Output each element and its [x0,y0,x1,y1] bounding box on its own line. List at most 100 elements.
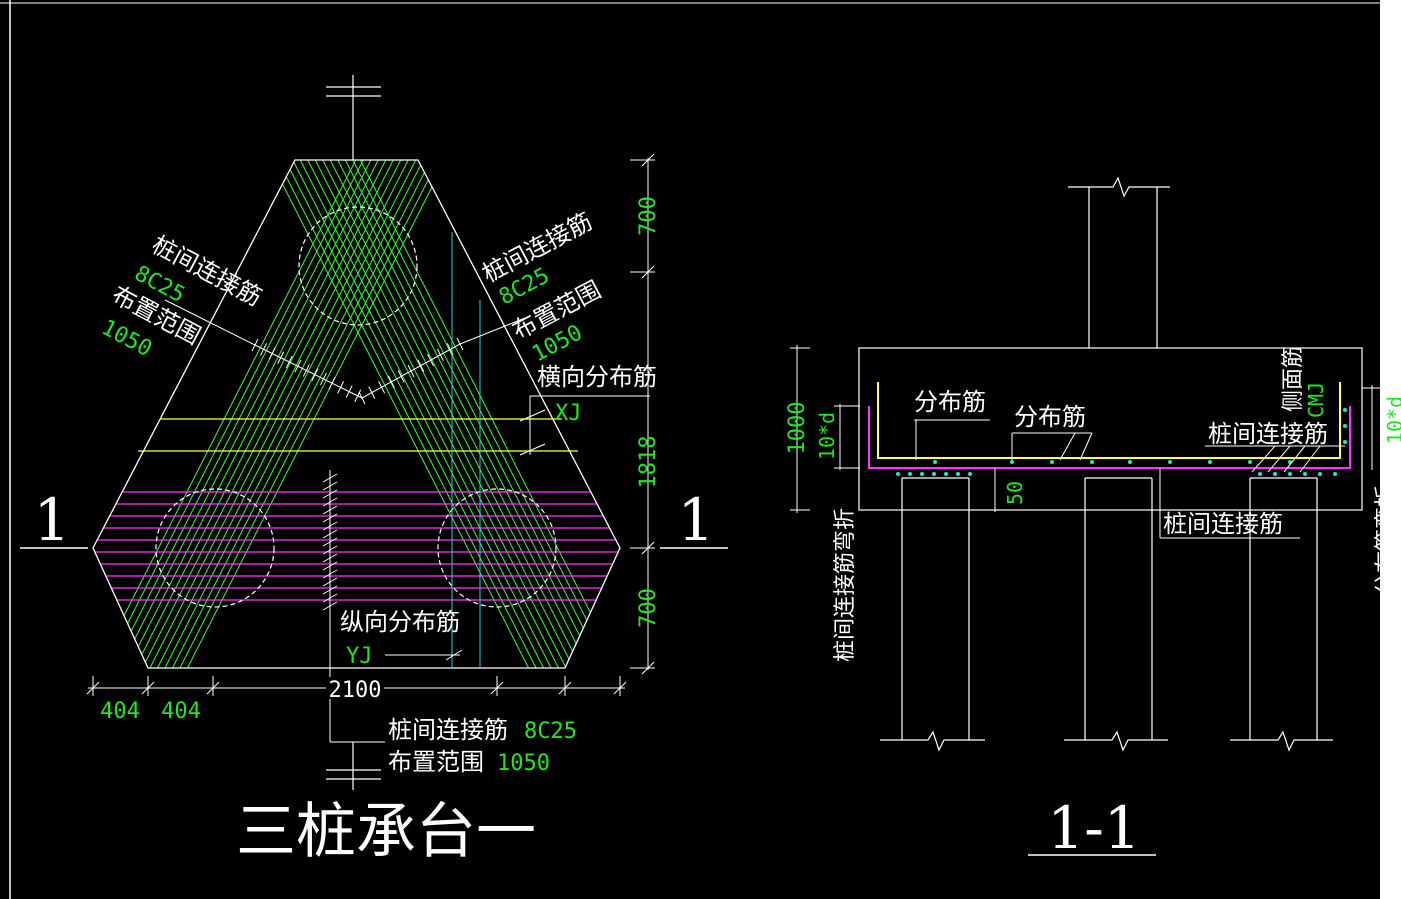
link-rebar-band-b [138,160,439,668]
link-rebar-band-b [108,160,409,668]
link-rebar-band-b [100,160,402,668]
link-rebar-band-b [145,160,447,668]
leader-tick [417,359,425,372]
bottom-range-label: 布置范围 [388,748,484,776]
centre-axis-tick [322,513,338,523]
link-rebar-band-a [284,160,586,668]
transverse-label: 横向分布筋 [537,363,657,391]
centre-axis-tick [322,553,338,563]
link-rebar-band-a [314,160,616,668]
leader-tick [302,364,310,377]
link-leader-lines [1205,445,1345,473]
leader-tick [285,355,293,369]
link-range-leader-ticks [251,337,464,405]
pile-top [298,206,418,326]
rebar-dot [908,472,912,476]
link-rebar-band-b [93,160,394,668]
rebar-dot [1248,460,1252,464]
bottom-link-name: 桩间连接筋 [388,716,508,744]
link-rebar-band-b [115,160,417,668]
leader-tick [337,381,345,394]
rebar-dot [932,472,936,476]
centre-axis-tick [322,473,338,483]
rebar-dot [956,472,960,476]
transverse-leader-tick-2 [519,443,546,456]
link-rebar-band-a [322,160,620,668]
pile-c-break [1230,730,1333,752]
section-dim-10d-right: 10*d [1383,396,1401,444]
centre-axis-tick [322,529,338,539]
centre-axis-tick [322,521,338,531]
centre-axis-tick [322,585,338,595]
rebar-dot [1208,460,1212,464]
leader-tick [368,386,376,399]
dim-right-mid: 1818 [636,436,661,489]
centre-axis-tick [322,577,338,587]
link-rebar-band-a [254,160,556,668]
leader-tick [328,376,336,390]
leader-tick [320,372,327,386]
section-rebar-dots [896,408,1347,476]
centre-axis-tick [322,537,338,547]
leader-tick [378,380,386,394]
centre-axis-ticks [322,473,338,611]
link-rebar-band-b [160,160,462,668]
section-side-label: 侧面筋 [1281,346,1306,412]
link-rebar-band-b [123,160,424,668]
centre-axis-tick [322,481,338,491]
dim-total-mask [326,677,384,699]
link-rebar-band-a [292,160,593,668]
longitudinal-leader-tick [445,649,463,661]
link-rebar-band-b [130,160,432,668]
section-link-label-bottom: 桩间连接筋 [1163,510,1283,538]
leader-tick [354,389,362,403]
leader-tick [345,385,353,398]
rebar-dot [933,460,937,464]
rebar-dot [1343,408,1347,412]
dim-right-top: 700 [636,196,661,236]
rebar-dot [1168,460,1172,464]
rebar-dot [920,472,924,476]
leader-tick [427,353,435,367]
leader-tick [407,364,415,378]
centre-axis-tick [322,489,338,499]
section-dim-50: 50 [1003,481,1027,505]
rebar-dot [896,472,900,476]
leader-tick [358,391,366,405]
rebar-dot [1343,424,1347,428]
pile-b-break [1064,730,1168,752]
leader-tick [294,359,302,373]
section-view: 分布筋 分布筋 桩间连接筋 桩间连接筋 侧面筋 CMJ 桩间连接筋弯折 分布筋弯… [785,176,1401,862]
rebar-dot [944,472,948,476]
dim-bottom-total: 2100 [329,678,382,703]
transverse-leader-tick-1 [519,409,546,422]
leader-tick [311,368,319,381]
section-mark-right: 1 [678,486,715,554]
section-distribution-rebar [877,382,1341,459]
leader-tick [446,343,454,356]
leader-tick [260,343,268,356]
rebar-dot [1050,460,1054,464]
pile-left [155,488,275,608]
section-link-bend-label: 桩间连接筋弯折 [833,508,858,662]
dim-right-ext [630,153,655,675]
link-rebar-band-a [269,160,571,668]
leader-tick [456,337,464,351]
section-title: 1-1 [1047,794,1140,862]
centre-axis-tick [322,569,338,579]
longitudinal-distribution-rebar [93,491,620,601]
link-rebar-band-b [93,160,379,668]
section-dim-height: 1000 [785,402,810,455]
section-dim-10d-left: 10*d [815,412,839,460]
pile-cap-outline [92,159,621,669]
centre-axis-tick [322,497,338,507]
bottom-link-spec: 8C25 [524,719,577,744]
rebar-dot [1343,440,1347,444]
section-cmj-label: CMJ [1304,382,1328,418]
dim-bottom-2: 404 [161,699,201,724]
centre-axis-tick [322,593,338,603]
rebar-dot [1333,472,1337,476]
section-dist-label-1: 分布筋 [914,388,986,416]
